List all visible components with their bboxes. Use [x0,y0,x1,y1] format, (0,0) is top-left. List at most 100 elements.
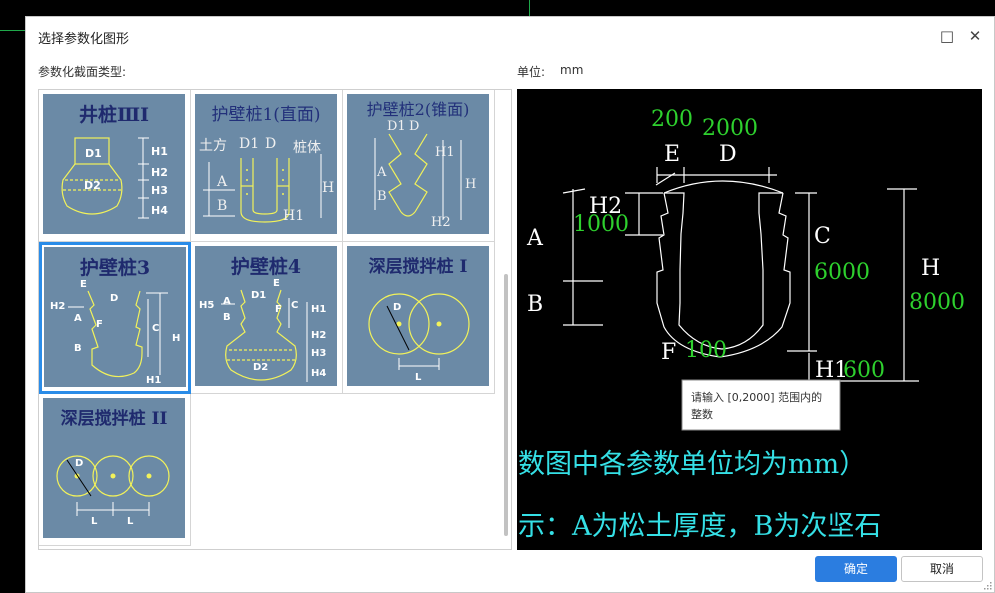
dim-label: B [377,189,387,204]
unit-label: 单位: [517,65,546,79]
dim-label: D1 [251,290,266,301]
shape-title: 护壁桩1(直面) [211,105,321,125]
shape-drawing-hubizhuang1: 土方 D1 D 桩体 A B H H1 [199,136,334,224]
dim-label: E [273,278,280,289]
shape-item-jingzhuang3[interactable]: 井桩ⅢI D1 [39,90,191,242]
dim-label: D [75,458,83,469]
close-icon[interactable]: ✕ [968,27,982,45]
cancel-button[interactable]: 取消 [901,556,983,582]
preview-label-a: A [526,226,544,251]
shape-item-jiaoban1[interactable]: 深层搅拌桩 I D L [343,242,495,394]
shape-thumbnail: 护壁桩1(直面) 土方 D1 D [195,94,337,234]
dim-label: F [275,304,282,315]
dim-label: H [322,180,334,196]
ok-button[interactable]: 确定 [815,556,897,582]
preview-label-h: H [921,256,940,281]
dim-label: E [80,279,87,290]
shape-drawing-hubizhuang2: D1 D H1 A B H H2 [374,119,476,230]
preview-value-h2: 1000 [573,212,629,237]
preview-value-e: 200 [651,107,693,132]
dim-label: H2 [151,166,168,179]
shape-drawing-hubizhuang3: E D H2 A F C H B H1 [50,279,180,386]
dim-label: H [172,333,180,344]
shape-thumbnail: 深层搅拌桩 II D L L [43,398,185,538]
select-parametric-shape-dialog: 选择参数化图形 □ ✕ 参数化截面类型: 单位: mm 井桩ⅢI [25,16,995,593]
dim-label: D [409,119,419,134]
dim-label: L [415,372,422,383]
dim-label: H2 [50,301,65,312]
dim-label: H2 [431,215,451,230]
dim-label: H1 [435,145,455,160]
unit-value: mm [560,63,584,77]
dim-label: A [216,174,228,190]
preview-note-units: 数图中各参数单位均为mm） [518,449,866,480]
preview-note-legend: 示：A为松土厚度，B为次坚石 [518,511,881,542]
dim-label: A [376,165,387,180]
shape-drawing-hubizhuang4: E D1 F H5 A B C H1 H2 H3 D2 H4 [199,278,326,382]
shape-item-jiaoban2[interactable]: 深层搅拌桩 II D L L [39,394,191,546]
dim-label: A [223,296,231,307]
shape-item-hubizhuang4[interactable]: 护壁桩4 E D1 F H5 [191,242,343,394]
shape-grid: 井桩ⅢI D1 [38,89,512,550]
shape-title: 井桩ⅢI [78,104,150,126]
dim-label: 土方 [199,138,227,154]
tooltip-text-line2: 整数 [691,407,713,421]
dim-label: A [74,313,82,324]
dim-label: H1 [146,375,161,386]
dim-label: L [91,516,98,527]
shape-thumbnail: 井桩ⅢI D1 [43,94,185,234]
preview-label-b: B [527,292,543,317]
preview-drawing: E D H2 A B C H F H1 200 2000 1000 6000 8… [518,107,965,542]
shape-item-hubizhuang2[interactable]: 护壁桩2(锥面) D1 D H1 A [343,90,495,242]
preview-label-h1: H1 [815,358,848,383]
dim-label: B [217,198,227,214]
dim-label: H1 [283,208,304,224]
preview-value-c: 6000 [814,260,870,285]
maximize-icon[interactable]: □ [939,27,955,45]
dim-label: D [265,136,276,152]
dim-label: H1 [151,145,168,158]
dim-label: H4 [151,204,168,217]
shape-drawing-jiaoban2: D L L [56,455,170,527]
resize-grip-icon[interactable] [982,580,992,590]
scrollbar-thumb[interactable] [504,274,508,536]
shape-thumbnail: 护壁桩3 E D H2 A F C [44,247,186,387]
dim-label: D [110,293,118,304]
preview-label-e: E [664,142,680,167]
shape-drawing-jiaoban1: D L [368,293,470,383]
dim-label: C [152,323,159,334]
shape-thumbnail: 护壁桩2(锥面) D1 D H1 A [347,94,489,234]
preview-label-c: C [814,224,831,249]
shape-title: 护壁桩2(锥面) [366,100,470,119]
dim-label: D1 [85,147,102,160]
preview-label-f: F [661,340,676,365]
preview-value-h1: 600 [843,358,885,383]
shape-title: 护壁桩4 [230,256,302,278]
dim-label: H5 [199,300,214,311]
shape-drawing-jingzhuang3: D1 D2 H1 H2 H3 H4 [61,137,168,219]
tooltip-text-line1: 请输入 [0,2000] 范围内的 [691,390,822,404]
dialog-title: 选择参数化图形 [38,32,130,47]
dim-label: D [393,302,401,313]
dim-label: 桩体 [293,139,321,156]
preview-label-d: D [719,142,737,167]
preview-label-h2: H2 [589,194,622,219]
shape-title: 护壁桩3 [79,257,151,279]
preview-tooltip: 请输入 [0,2000] 范围内的 整数 [681,379,841,431]
dim-label: B [74,343,82,354]
section-type-label: 参数化截面类型: [38,65,127,79]
dim-label: B [223,312,231,323]
shape-thumbnail: 护壁桩4 E D1 F H5 [195,246,337,386]
dim-label: D2 [253,362,268,373]
dim-label: H3 [151,184,168,197]
dim-label: C [291,300,298,311]
shape-item-hubizhuang3[interactable]: 护壁桩3 E D H2 A F C [39,242,191,394]
dim-label: F [96,319,103,330]
dim-label: H [465,177,476,192]
dim-label: H3 [311,348,326,359]
shape-grid-scrollbar[interactable] [502,94,510,544]
dialog-titlebar[interactable]: 选择参数化图形 □ ✕ [26,17,994,55]
preview-value-d: 2000 [702,116,758,141]
shape-title: 深层搅拌桩 I [368,257,468,277]
shape-item-hubizhuang1[interactable]: 护壁桩1(直面) 土方 D1 D [191,90,343,242]
